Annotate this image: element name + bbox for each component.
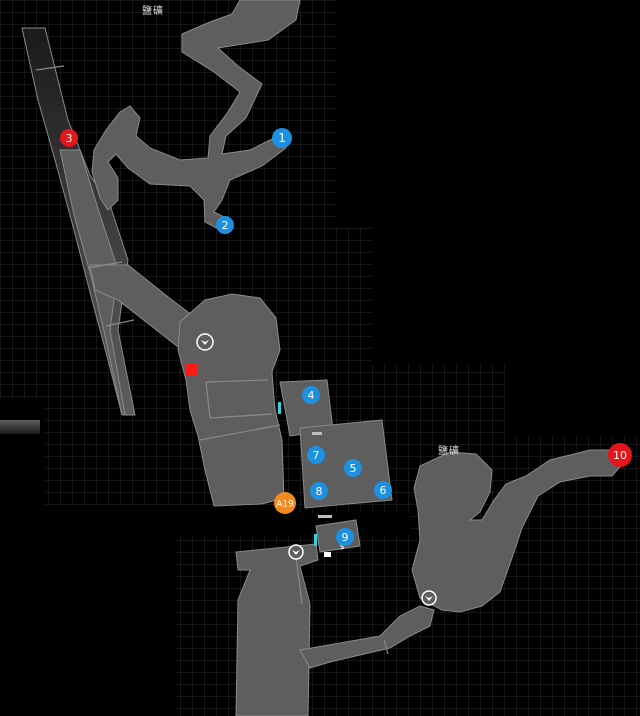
map-marker-5[interactable]: 5	[344, 459, 362, 477]
marker-label: A19	[276, 500, 294, 510]
north-tunnel	[91, 0, 301, 231]
map-marker-1[interactable]: 1	[272, 128, 292, 148]
svg-text:$: $	[339, 542, 344, 551]
markers: 1 2 3 4 5 6 7	[60, 128, 632, 546]
typewriter-save-icon[interactable]	[421, 590, 437, 606]
map-marker-6[interactable]: 6	[374, 481, 392, 499]
marker-label: 7	[313, 449, 320, 462]
marker-label: 2	[222, 219, 229, 232]
objective-square-icon[interactable]	[186, 364, 197, 375]
area-label-salt-mine-east: 鹽礦	[438, 446, 460, 457]
map-marker-a19[interactable]: A19	[274, 492, 296, 514]
door-grey-1	[312, 432, 322, 435]
south-passage	[299, 605, 435, 669]
south-hall	[235, 543, 319, 716]
marker-label: 3	[66, 132, 73, 145]
door-room-4	[278, 402, 281, 414]
marker-label: 1	[278, 131, 286, 145]
marker-label: 4	[308, 389, 315, 402]
map-marker-2[interactable]: 2	[216, 216, 234, 234]
edge-fragment	[0, 420, 40, 434]
door-grey-2	[318, 515, 332, 518]
map-marker-3[interactable]: 3	[60, 129, 78, 147]
wall-lines	[35, 65, 389, 655]
map-marker-7[interactable]: 7	[307, 446, 325, 464]
typewriter-save-icon[interactable]	[196, 333, 214, 351]
area-label-salt-mine-north: 鹽礦	[142, 6, 164, 17]
doors	[278, 402, 332, 546]
west-corridor-lower	[59, 149, 126, 416]
marker-label: 6	[380, 484, 387, 497]
marker-label: 8	[316, 485, 323, 498]
map-marker-4[interactable]: 4	[302, 386, 320, 404]
item-box-icon[interactable]	[324, 552, 331, 557]
marker-label: 5	[350, 462, 357, 475]
marker-label: 9	[342, 531, 349, 544]
merchant-icon[interactable]: $	[339, 542, 344, 551]
map-marker-8[interactable]: 8	[310, 482, 328, 500]
marker-label: 10	[613, 449, 627, 462]
map-marker-10[interactable]: 10	[608, 443, 632, 467]
map-marker-9[interactable]: 9	[336, 528, 354, 546]
door-room-9	[314, 534, 317, 546]
east-cave	[411, 449, 627, 613]
typewriter-save-icon[interactable]	[288, 544, 304, 560]
